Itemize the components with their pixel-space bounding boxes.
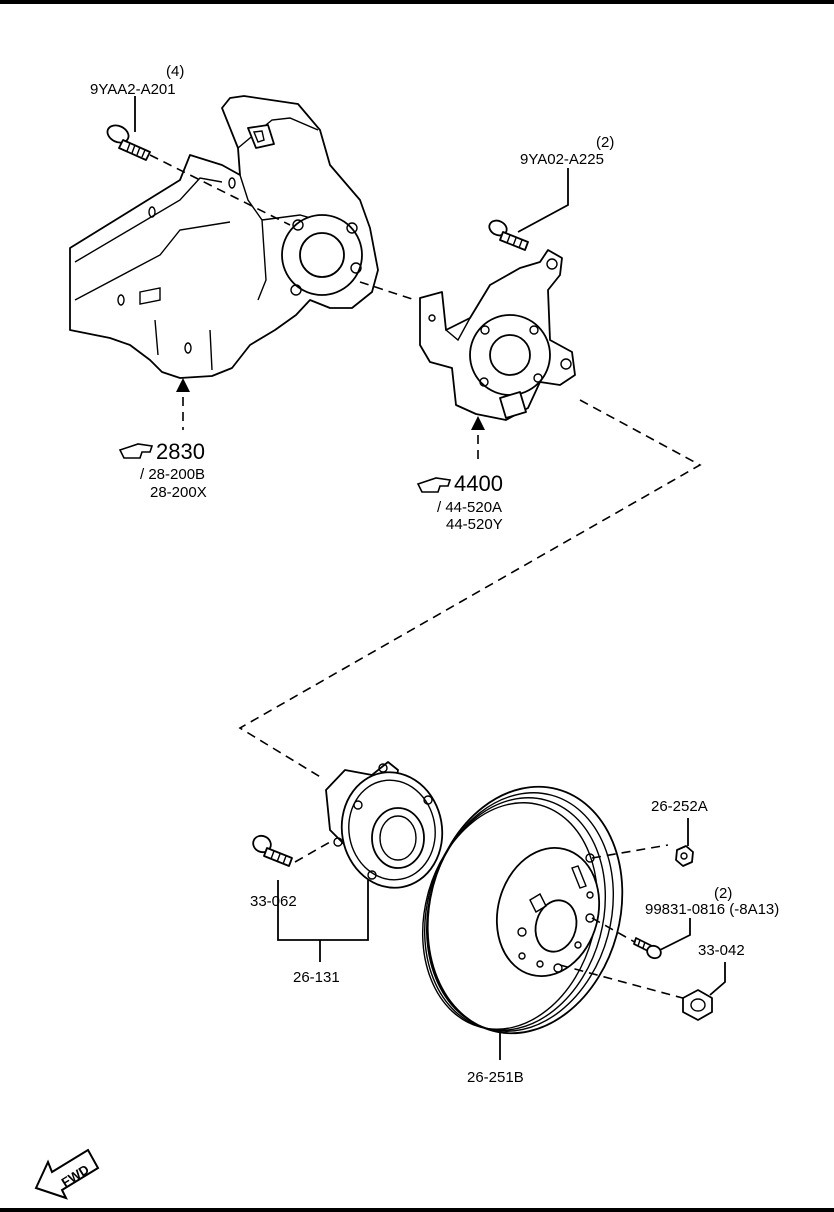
upper-bolt [106,124,151,161]
bolt-knuckle-label: 9YA02-A225 [520,151,604,168]
bolt-knuckle-qty-label: (2) [596,134,614,151]
hub-bolt [252,834,293,867]
part-33-062-label: 33-062 [250,893,297,910]
screw [633,937,662,960]
crossmember-assembly [69,95,379,379]
bolt-upper-label: 9YAA2-A201 [90,81,176,98]
part-26-251b-label: 26-251B [467,1069,524,1086]
small-nut [675,845,694,867]
arrow-4400 [471,416,485,462]
part-99831-qty-label: (2) [714,885,732,902]
arrow-2830 [176,378,190,430]
ref-4400-label[interactable]: 4400 [454,471,503,496]
brake-disc [421,785,624,1035]
ref-2830-sub1: / 28-200B [140,466,205,483]
pointing-hand-icon [118,443,154,459]
pointing-hand-icon [416,477,452,493]
ref-4400-sub1: / 44-520A [437,499,502,516]
lock-nut [682,989,713,1021]
ref-2830-label[interactable]: 2830 [156,439,205,464]
part-26-252a-label: 26-252A [651,798,708,815]
part-99831-label: 99831-0816 (-8A13) [645,901,779,918]
part-26-131-label: 26-131 [293,969,340,986]
knuckle-bolt [488,219,529,251]
knuckle [419,249,576,421]
ref-2830-sub2: 28-200X [150,484,207,501]
ref-4400-sub2: 44-520Y [446,516,503,533]
hub-bearing [325,761,444,889]
part-33-042-label: 33-042 [698,942,745,959]
fwd-arrow-icon: FWD [34,1148,100,1200]
bolt-upper-qty-label: (4) [166,63,184,80]
